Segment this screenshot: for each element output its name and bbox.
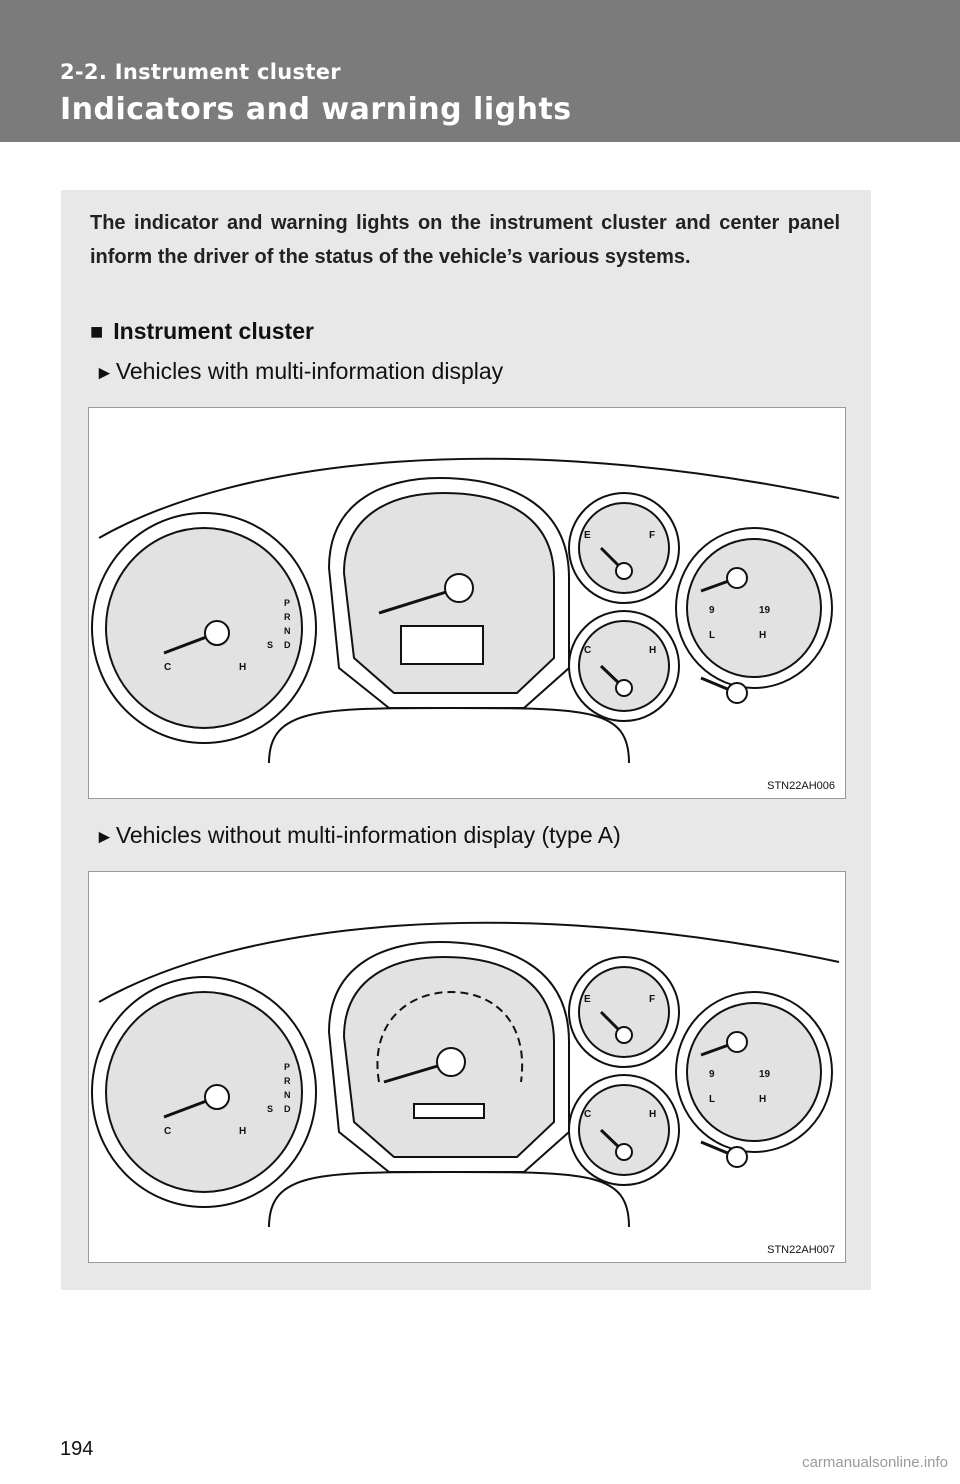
svg-text:P: P: [284, 1062, 290, 1072]
svg-text:F: F: [649, 994, 655, 1005]
figure-code: STN22AH007: [767, 1244, 835, 1256]
svg-text:L: L: [709, 630, 715, 641]
svg-text:19: 19: [759, 605, 771, 616]
svg-text:F: F: [649, 530, 655, 541]
figure-cluster-without-mid: P R N D S C H E F C H 9 19 L H STN22AH00…: [88, 871, 846, 1263]
svg-text:H: H: [759, 1094, 766, 1105]
watermark[interactable]: carmanualsonline.info: [802, 1454, 948, 1471]
cluster-illustration: P R N D S C H E F C H 9 19 L H: [91, 921, 840, 1228]
svg-text:H: H: [649, 645, 656, 656]
svg-text:R: R: [284, 612, 291, 622]
svg-text:C: C: [164, 1126, 171, 1137]
svg-text:D: D: [284, 1104, 291, 1114]
figure-cluster-with-mid: P R N D S C H E F C H 9 19 L H STN22AH00…: [88, 407, 846, 799]
page-title: Indicators and warning lights: [60, 92, 572, 127]
svg-text:19: 19: [759, 1069, 771, 1080]
section-label: 2-2. Instrument cluster: [60, 60, 341, 84]
page-header: [0, 0, 960, 142]
svg-text:E: E: [584, 994, 591, 1005]
variant-heading-2: ►Vehicles without multi-information disp…: [95, 822, 621, 849]
triangle-arrow-icon: ►: [95, 827, 114, 848]
svg-text:9: 9: [709, 1069, 715, 1080]
cluster-illustration: P R N D S C H E F C H 9 19 L H: [91, 457, 840, 764]
svg-text:N: N: [284, 626, 291, 636]
svg-text:H: H: [239, 1126, 246, 1137]
triangle-arrow-icon: ►: [95, 363, 114, 384]
svg-text:H: H: [239, 662, 246, 673]
svg-text:C: C: [584, 645, 591, 656]
svg-text:R: R: [284, 1076, 291, 1086]
svg-text:D: D: [284, 640, 291, 650]
svg-text:S: S: [267, 1104, 273, 1114]
svg-text:N: N: [284, 1090, 291, 1100]
variant-label-1: Vehicles with multi-information display: [115, 358, 504, 384]
svg-text:S: S: [267, 640, 273, 650]
svg-text:H: H: [649, 1109, 656, 1120]
subsection-title: Instrument cluster: [113, 318, 314, 344]
svg-text:9: 9: [709, 605, 715, 616]
variant-label-2: Vehicles without multi-information displ…: [115, 822, 621, 848]
svg-text:L: L: [709, 1094, 715, 1105]
variant-heading-1: ►Vehicles with multi-information display: [95, 358, 503, 385]
figure-code: STN22AH006: [767, 780, 835, 792]
square-bullet-icon: ■: [90, 319, 104, 344]
svg-text:P: P: [284, 598, 290, 608]
svg-text:C: C: [164, 662, 171, 673]
svg-text:C: C: [584, 1109, 591, 1120]
svg-text:E: E: [584, 530, 591, 541]
page-number: 194: [60, 1438, 94, 1460]
subsection-heading: ■ Instrument cluster: [90, 318, 314, 345]
svg-text:H: H: [759, 630, 766, 641]
intro-paragraph: The indicator and warning lights on the …: [90, 212, 840, 268]
